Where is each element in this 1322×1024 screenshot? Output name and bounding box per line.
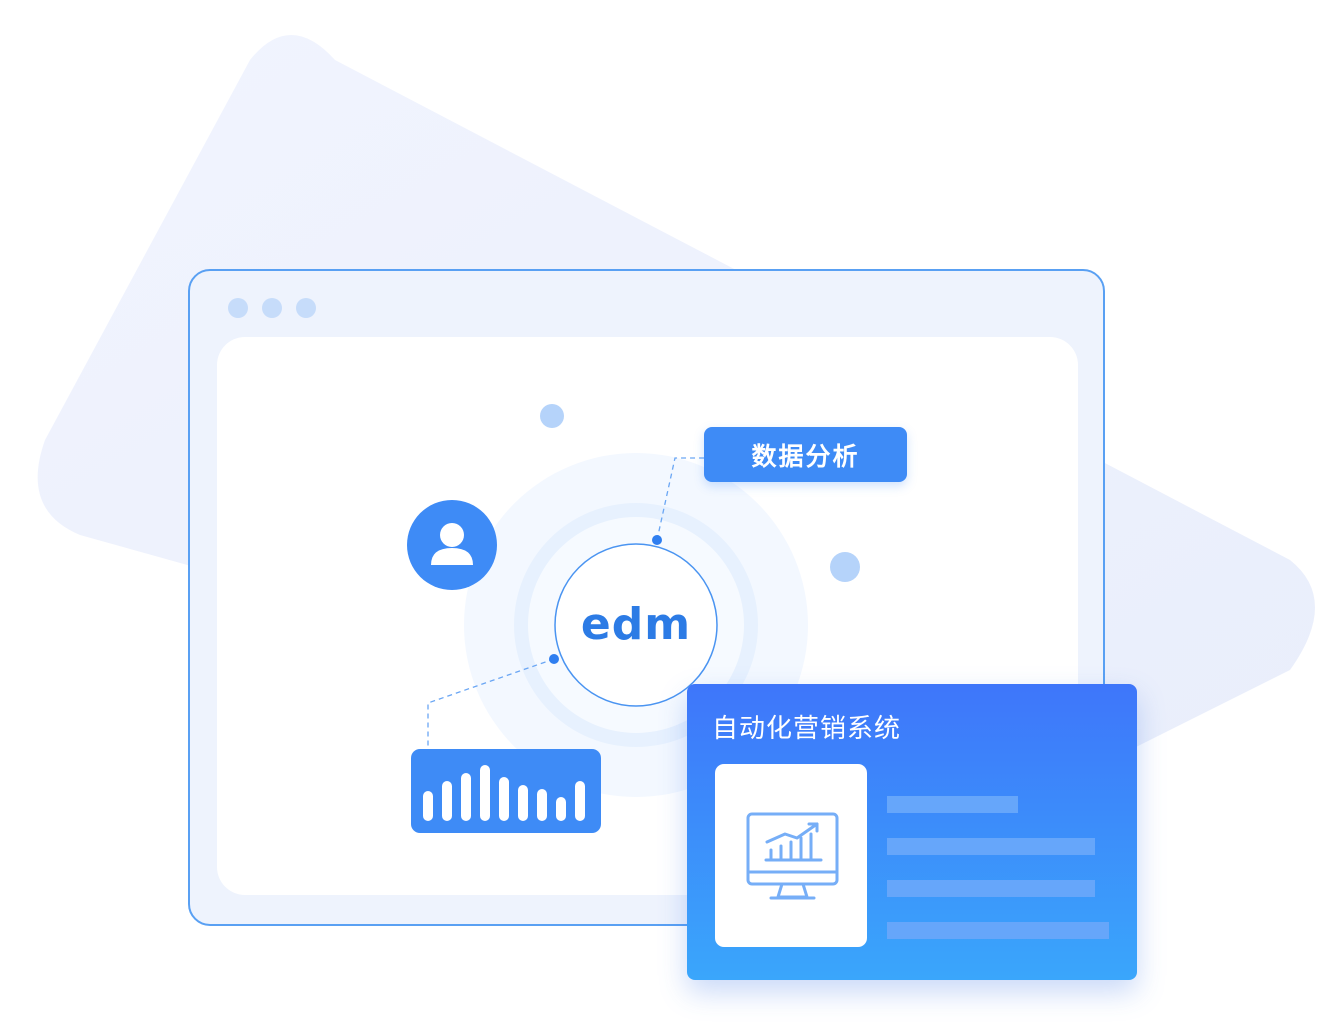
window-dot — [262, 298, 282, 318]
bar — [575, 781, 585, 821]
edm-label: edm — [580, 599, 692, 650]
bar — [423, 791, 433, 821]
placeholder-line — [887, 838, 1095, 855]
bar — [461, 773, 471, 821]
analysis-tag: 数据分析 — [704, 427, 907, 482]
window-dot — [296, 298, 316, 318]
monitor-chart-icon — [746, 812, 839, 900]
placeholder-line — [887, 796, 1018, 813]
bar-chart-card — [411, 749, 601, 833]
bar-chart-icon — [423, 765, 585, 821]
user-icon — [431, 523, 473, 565]
window-dot — [228, 298, 248, 318]
bar — [480, 765, 490, 821]
marketing-system-card: 自动化营销系统 — [687, 684, 1137, 980]
placeholder-line — [887, 922, 1109, 939]
bar — [556, 797, 566, 821]
placeholder-line — [887, 880, 1095, 897]
bar — [499, 777, 509, 821]
window-controls — [228, 298, 316, 318]
user-avatar — [407, 500, 497, 590]
bar — [442, 781, 452, 821]
card-thumbnail — [715, 764, 867, 947]
bar — [518, 785, 528, 821]
card-title: 自动化营销系统 — [712, 714, 902, 744]
bar — [537, 789, 547, 821]
